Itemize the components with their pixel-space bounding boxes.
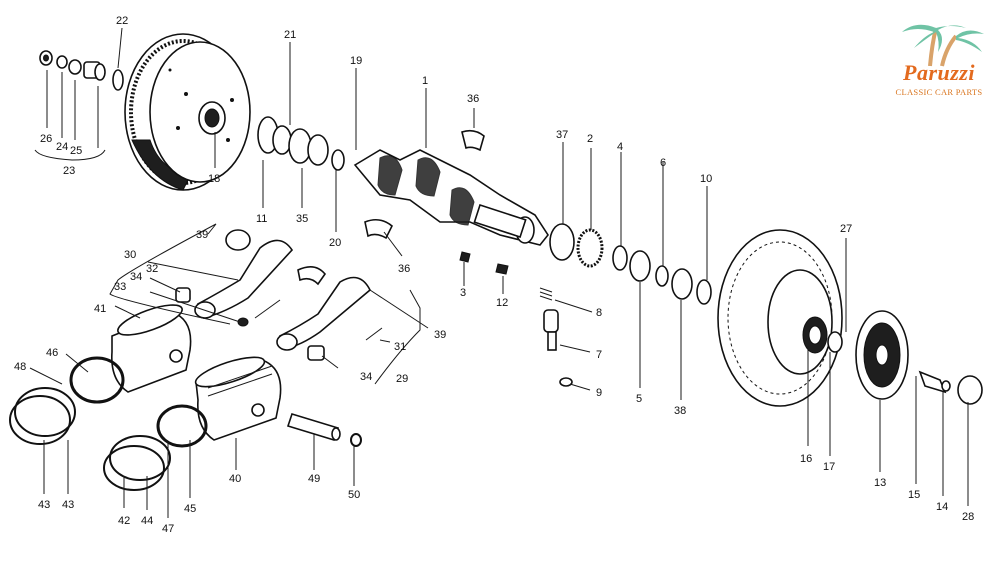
connecting-rods <box>175 229 383 361</box>
label-21: 21 <box>284 29 296 41</box>
label-18: 18 <box>208 173 220 185</box>
label-36a: 36 <box>467 93 479 105</box>
label-35: 35 <box>296 213 308 225</box>
label-28: 28 <box>962 511 974 523</box>
main-bearing-set <box>257 116 345 171</box>
label-36b: 36 <box>398 263 410 275</box>
distributor-drive-parts <box>539 287 573 387</box>
piston-pin <box>286 413 362 447</box>
label-38: 38 <box>674 405 686 417</box>
label-37: 37 <box>556 129 568 141</box>
label-47: 47 <box>162 523 174 535</box>
crank-gears <box>549 223 712 305</box>
label-12: 12 <box>496 297 508 309</box>
label-30: 30 <box>124 249 136 261</box>
label-34a: 34 <box>130 271 142 283</box>
label-2: 2 <box>587 133 593 145</box>
label-41: 41 <box>94 303 106 315</box>
palm-trees-icon <box>902 24 984 67</box>
flywheel <box>124 33 251 191</box>
brand-name: Paruzzi <box>903 60 975 85</box>
label-23: 23 <box>63 165 75 177</box>
label-45: 45 <box>184 503 196 515</box>
label-20: 20 <box>329 237 341 249</box>
label-49: 49 <box>308 473 320 485</box>
pistons <box>111 304 282 441</box>
label-32: 32 <box>146 263 158 275</box>
label-50: 50 <box>348 489 360 501</box>
label-10: 10 <box>700 173 712 185</box>
label-39b: 39 <box>434 329 446 341</box>
label-3: 3 <box>460 287 466 299</box>
label-31: 31 <box>394 341 406 353</box>
part-number-labels: 1 2 3 4 5 6 7 8 9 10 11 12 13 14 15 16 1… <box>14 15 974 535</box>
piston-rings <box>9 356 208 491</box>
label-15: 15 <box>908 489 920 501</box>
label-39a: 39 <box>196 229 208 241</box>
label-1: 1 <box>422 75 428 87</box>
label-16: 16 <box>800 453 812 465</box>
label-29: 29 <box>396 373 408 385</box>
label-8: 8 <box>596 307 602 319</box>
label-6: 6 <box>660 157 666 169</box>
label-14: 14 <box>936 501 948 513</box>
label-25: 25 <box>70 145 82 157</box>
label-46: 46 <box>46 347 58 359</box>
label-17: 17 <box>823 461 835 473</box>
cooling-fan <box>717 229 983 407</box>
label-19: 19 <box>350 55 362 67</box>
label-9: 9 <box>596 387 602 399</box>
leader-lines <box>29 27 969 518</box>
label-34b: 34 <box>360 371 372 383</box>
label-22: 22 <box>116 15 128 27</box>
label-4: 4 <box>617 141 623 153</box>
label-27: 27 <box>840 223 852 235</box>
gland-nut-parts <box>39 50 124 91</box>
label-26: 26 <box>40 133 52 145</box>
label-42: 42 <box>118 515 130 527</box>
crankshaft <box>353 149 549 246</box>
label-7: 7 <box>596 349 602 361</box>
label-40: 40 <box>229 473 241 485</box>
label-48: 48 <box>14 361 26 373</box>
label-33: 33 <box>114 281 126 293</box>
label-43a: 43 <box>38 499 50 511</box>
label-13: 13 <box>874 477 886 489</box>
label-43b: 43 <box>62 499 74 511</box>
paruzzi-logo <box>876 14 994 106</box>
label-24: 24 <box>56 141 68 153</box>
label-11: 11 <box>256 213 267 225</box>
label-44: 44 <box>141 515 153 527</box>
label-5: 5 <box>636 393 642 405</box>
brand-tagline: CLASSIC CAR PARTS <box>895 87 983 97</box>
